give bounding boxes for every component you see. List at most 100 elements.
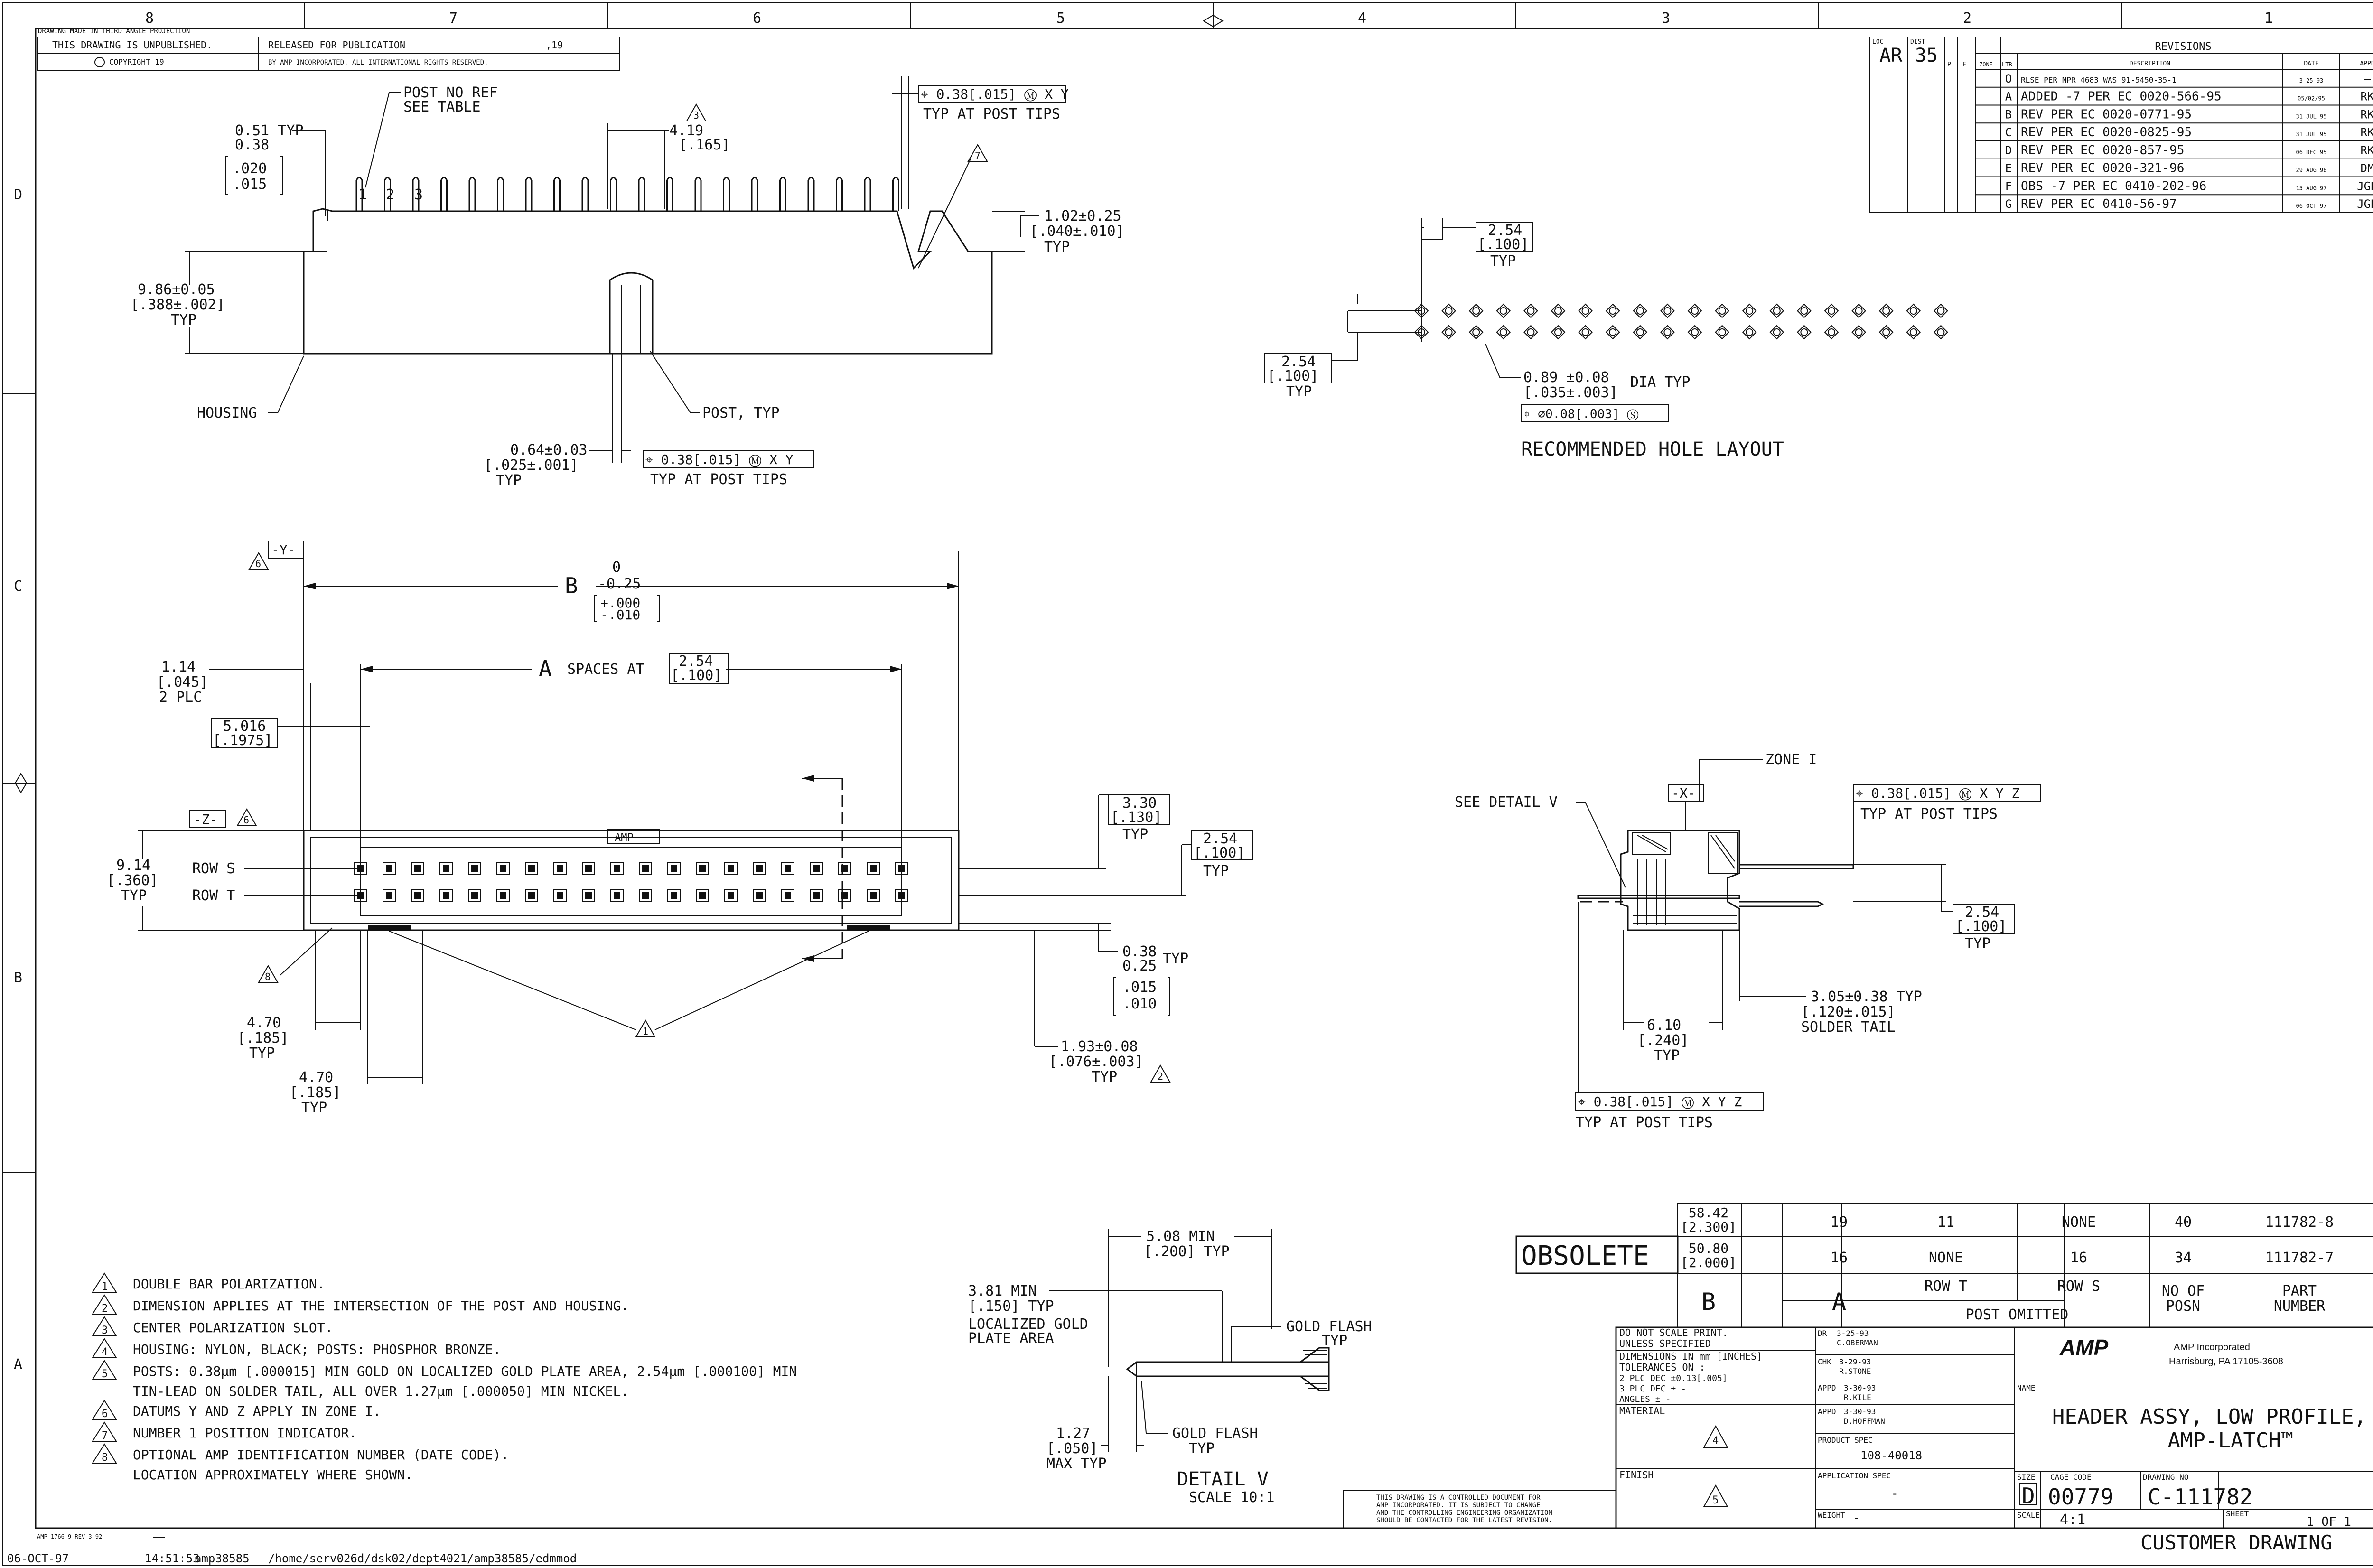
customer-drawing: CUSTOMER DRAWING bbox=[2140, 1531, 2333, 1554]
top-pin bbox=[836, 177, 843, 211]
zone-c-left: C bbox=[14, 578, 22, 595]
note-flag bbox=[92, 1400, 117, 1420]
note-text: DOUBLE BAR POLARIZATION. bbox=[133, 1276, 325, 1292]
hdr-number: NUMBER bbox=[2274, 1298, 2326, 1315]
note-text: NUMBER 1 POSITION INDICATOR. bbox=[133, 1425, 357, 1441]
scale-value: 4:1 bbox=[2060, 1512, 2085, 1528]
front-pin-pad bbox=[468, 862, 481, 875]
top-pin bbox=[638, 177, 645, 211]
hole bbox=[1609, 307, 1617, 315]
front-pin-pad bbox=[667, 862, 681, 875]
hole-marker bbox=[1468, 325, 1484, 340]
top-pin bbox=[779, 177, 786, 211]
product-spec-label: PRODUCT SPEC bbox=[1818, 1436, 1873, 1445]
appd2-name: D.HOFFMAN bbox=[1844, 1417, 1885, 1426]
scale-label: SCALE bbox=[2017, 1511, 2040, 1520]
top-pin bbox=[440, 177, 448, 211]
revision-letter: A bbox=[2005, 90, 2012, 103]
front-pin bbox=[671, 892, 677, 899]
dim-4-70-a-in: [.185] bbox=[237, 1030, 289, 1046]
front-pin-pad bbox=[696, 889, 709, 902]
hole-marker bbox=[1933, 325, 1948, 340]
publication-block: DRAWING MADE IN THIRD ANGLE PROJECTION T… bbox=[37, 28, 620, 71]
detail-v: 5.08 MIN [.200] TYP 3.81 MIN [.150] TYP … bbox=[968, 1228, 1372, 1506]
front-pin bbox=[671, 865, 677, 872]
dim-0-64-in: [.025±.001] bbox=[484, 457, 579, 474]
front-pin bbox=[557, 865, 563, 872]
housing-outline bbox=[303, 208, 993, 355]
finish-flag bbox=[1703, 1484, 1728, 1507]
revision-letter: C bbox=[2005, 126, 2012, 139]
note-text: DIMENSION APPLIES AT THE INTERSECTION OF… bbox=[133, 1298, 629, 1314]
front-pin-pad bbox=[439, 862, 453, 875]
hole-marker bbox=[1933, 303, 1948, 318]
note-flag bbox=[92, 1360, 117, 1380]
dim-0-51-in: .020 bbox=[233, 160, 267, 177]
front-pin-pad bbox=[667, 889, 681, 902]
front-pin-pad bbox=[838, 862, 851, 875]
dwg-label: DRAWING NO bbox=[2143, 1473, 2188, 1482]
front-pin bbox=[785, 865, 791, 872]
application-spec-label: APPLICATION SPEC bbox=[1818, 1471, 1891, 1480]
note-number: 1 bbox=[102, 1281, 108, 1293]
hole-marker bbox=[1851, 303, 1867, 318]
note-text: POSTS: 0.38µm [.000015] MIN GOLD ON LOCA… bbox=[133, 1363, 797, 1379]
hole bbox=[1746, 328, 1754, 336]
hdr-posn: POSN bbox=[2166, 1298, 2200, 1315]
dim-1-93: 1.93±0.08 bbox=[1061, 1038, 1138, 1055]
application-spec-value: - bbox=[1891, 1487, 1898, 1500]
front-pin-pad bbox=[781, 889, 794, 902]
front-pin-pad bbox=[553, 889, 567, 902]
side-view: ZONE I SEE DETAIL V -X- ⌖ 0.38[.015] Ⓜ X… bbox=[1455, 751, 2041, 1131]
zone-8: 8 bbox=[145, 10, 154, 27]
front-pin-pad bbox=[468, 889, 481, 902]
hole bbox=[1499, 328, 1507, 336]
dim-a-pitch-in: [.100] bbox=[671, 667, 722, 684]
front-pin bbox=[813, 865, 820, 872]
dim-b-label: B bbox=[565, 573, 578, 598]
dim-3-05: 3.05±0.38 TYP bbox=[1811, 989, 1922, 1005]
svg-text:⌖ 0.38[.015] Ⓜ X Y Z: ⌖ 0.38[.015] Ⓜ X Y Z bbox=[1578, 1094, 1742, 1110]
title-block: DO NOT SCALE PRINT. UNLESS SPECIFIED DIM… bbox=[1343, 1326, 2373, 1554]
revision-approver: RK bbox=[2361, 126, 2373, 139]
centering-mark-left bbox=[14, 773, 28, 793]
weight-label: WEIGHT bbox=[1818, 1511, 1845, 1520]
dim-2-54-front: 2.54 bbox=[1203, 831, 1237, 847]
svg-text:3: 3 bbox=[693, 110, 699, 121]
dim-0-25-front-in: .010 bbox=[1122, 996, 1157, 1012]
controlled-3: AND THE CONTROLLING ENGINEERING ORGANIZA… bbox=[1376, 1509, 1552, 1517]
pin-2-label: 2 bbox=[386, 187, 394, 203]
plot-user: amp38585 bbox=[195, 1552, 250, 1565]
front-pin-pad bbox=[781, 862, 794, 875]
appd1-date: 3-30-93 bbox=[1844, 1383, 1876, 1392]
front-pin bbox=[870, 865, 877, 872]
dim-b-tol-in-1: +.000 bbox=[600, 595, 640, 611]
housing-label: HOUSING bbox=[197, 405, 257, 421]
front-pin bbox=[642, 892, 649, 899]
dim-2-54-side-box bbox=[1953, 904, 2015, 934]
front-pin bbox=[414, 892, 421, 899]
row-s-label: ROW S bbox=[192, 860, 235, 877]
note-flag bbox=[92, 1316, 117, 1336]
loc-value: AR bbox=[1879, 45, 1903, 66]
revision-date: 31 JUL 95 bbox=[2296, 131, 2326, 138]
gdt-frame-side-2 bbox=[1575, 1092, 1764, 1111]
hole-marker bbox=[1906, 325, 1921, 340]
material-flag bbox=[1703, 1425, 1728, 1448]
part-row-t: 11 bbox=[1937, 1214, 1954, 1231]
drawing-name-2: AMP-LATCH™ bbox=[2168, 1428, 2294, 1453]
hole bbox=[1472, 328, 1480, 336]
front-pin-pad bbox=[895, 862, 908, 875]
note-flag bbox=[92, 1272, 117, 1293]
flag-2 bbox=[1150, 1064, 1171, 1083]
svg-text:6: 6 bbox=[255, 558, 261, 569]
front-pin bbox=[699, 865, 706, 872]
revision-description: REV PER EC 0020-0825-95 bbox=[2021, 125, 2192, 140]
gold-flash-2: GOLD FLASH bbox=[1172, 1425, 1258, 1442]
front-pin-pad bbox=[753, 889, 766, 902]
rights-text: BY AMP INCORPORATED. ALL INTERNATIONAL R… bbox=[268, 59, 488, 66]
front-pin bbox=[898, 892, 905, 899]
front-pin-pad bbox=[610, 889, 624, 902]
